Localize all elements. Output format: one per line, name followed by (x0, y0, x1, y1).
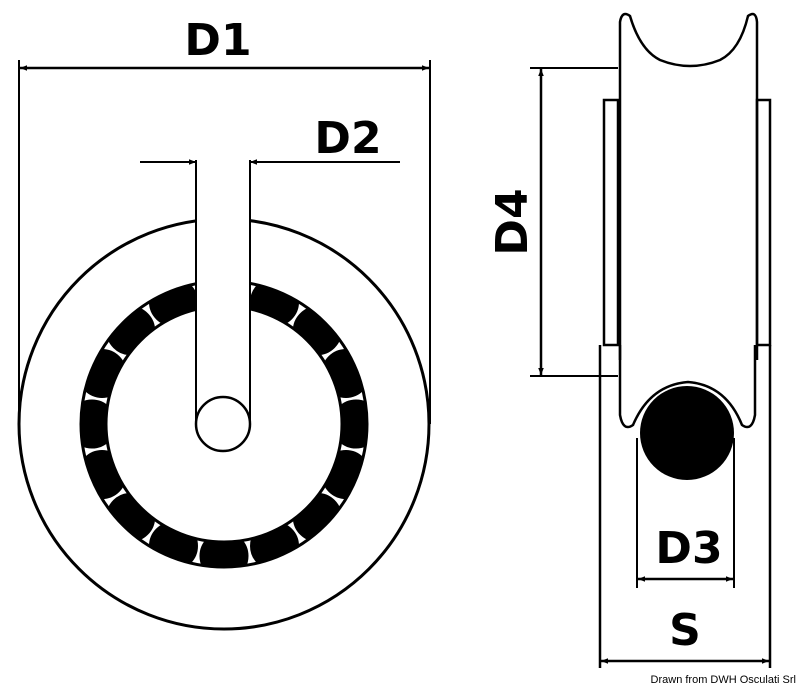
side-view (530, 12, 772, 668)
sheave-top-groove (618, 12, 759, 360)
sheave-bottom-groove (618, 345, 757, 429)
side-plate-right (755, 98, 772, 347)
d4-label: D4 (487, 188, 538, 255)
d2-label: D2 (314, 113, 381, 164)
bearing-ball (80, 399, 117, 449)
d1-label: D1 (184, 15, 251, 66)
rope-section (640, 386, 734, 480)
bearing-ball (331, 399, 368, 449)
bearing-ball (199, 531, 249, 568)
s-label: S (669, 605, 701, 656)
slot (196, 160, 250, 424)
side-plate-left (602, 98, 620, 347)
credit-text: Drawn from DWH Osculati Srl (650, 674, 796, 686)
axle-hole (194, 395, 252, 453)
d3-label: D3 (655, 523, 722, 574)
